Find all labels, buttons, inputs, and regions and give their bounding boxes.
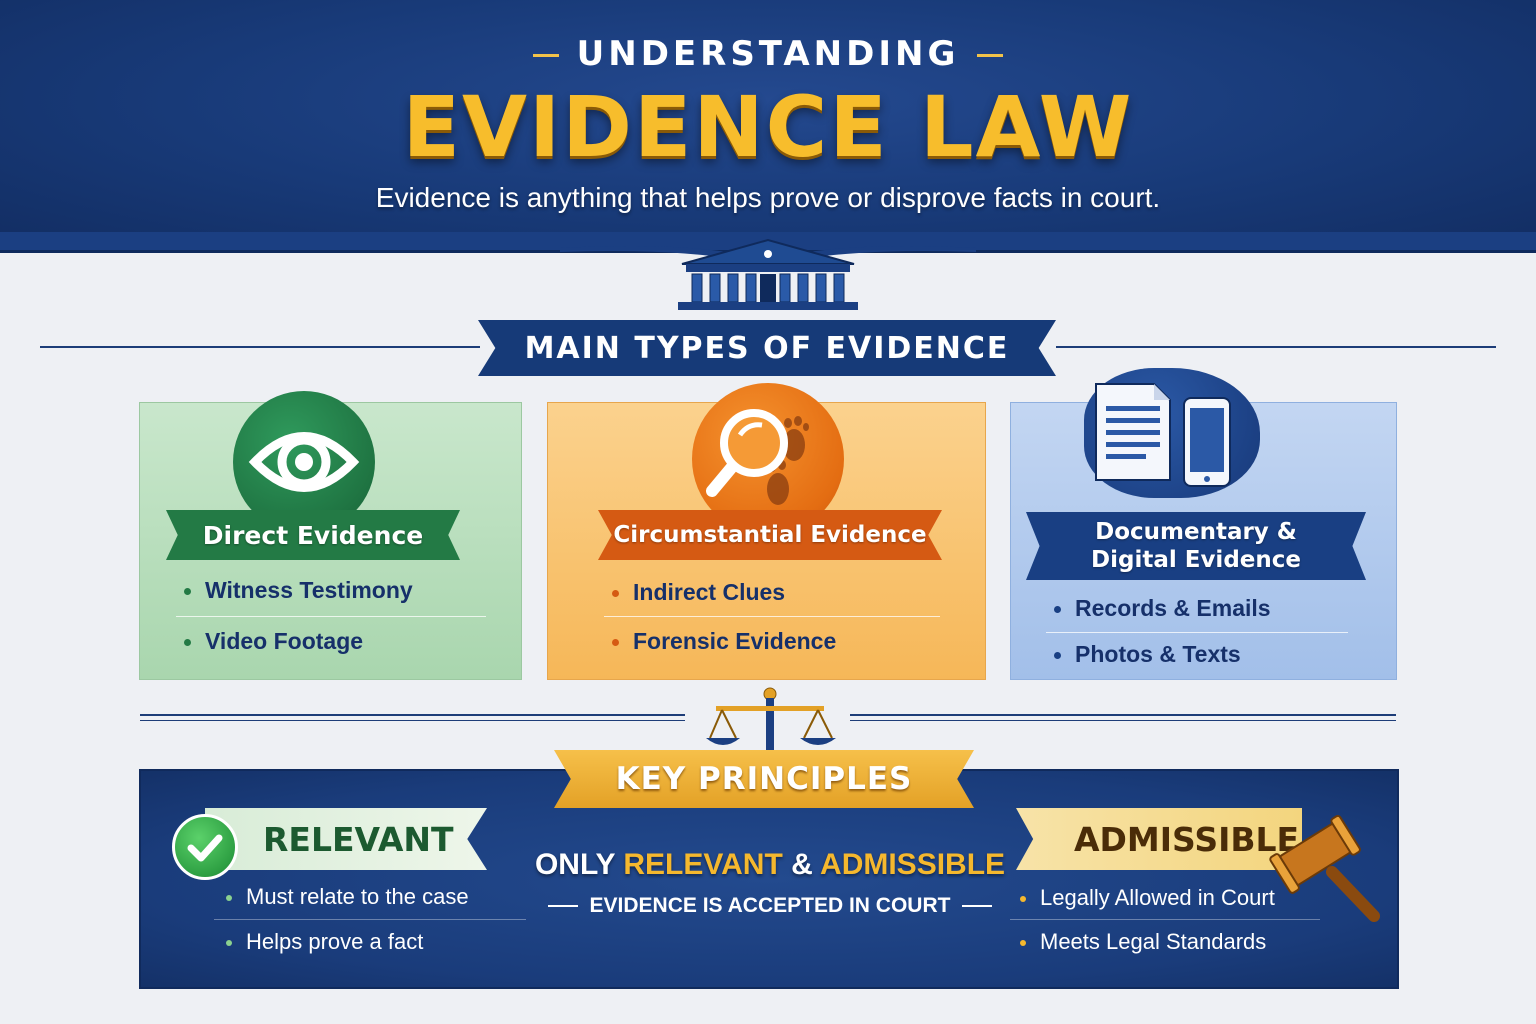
page-subtitle: Evidence is anything that helps prove or… — [375, 182, 1161, 213]
bullet-dot — [1020, 940, 1026, 947]
page-title: EVIDENCE LAW — [402, 78, 1134, 176]
statement-amp: & — [791, 848, 813, 881]
divider-right — [850, 714, 1396, 716]
list-item: Must relate to the case — [226, 884, 469, 910]
divider-left-thin — [140, 720, 685, 721]
documentary-item-1: Records & Emails — [1075, 595, 1271, 621]
list-item: Photos & Texts — [1054, 641, 1241, 668]
separator — [1046, 632, 1348, 633]
direct-evidence-label: Direct Evidence — [166, 510, 460, 560]
principle-statement: ONLY RELEVANT & ADMISSIBLE — [500, 848, 1040, 882]
pre-title: UNDERSTANDING — [0, 34, 1536, 74]
principle-statement-sub: EVIDENCE IS ACCEPTED IN COURT — [500, 894, 1040, 918]
list-item: Records & Emails — [1054, 595, 1271, 622]
statement-only: ONLY — [534, 848, 615, 881]
documentary-label-line1: Documentary & — [1095, 519, 1297, 545]
documentary-evidence-label: Documentary & Digital Evidence — [1026, 512, 1366, 580]
checkmark-icon — [187, 834, 223, 862]
admissible-label: ADMISSIBLE — [1016, 808, 1302, 870]
bullet-dot — [1020, 896, 1026, 903]
list-item: Indirect Clues — [612, 579, 785, 606]
circumstantial-evidence-label: Circumstantial Evidence — [598, 510, 942, 560]
divider-right-thin — [850, 720, 1396, 721]
divider-left — [140, 714, 685, 716]
bullet-dot — [184, 588, 191, 596]
separator — [176, 616, 486, 617]
separator — [604, 616, 940, 617]
eye-icon-circle — [233, 391, 375, 533]
divider-right — [1056, 346, 1496, 348]
relevant-item-2: Helps prove a fact — [246, 929, 424, 954]
separator — [1010, 919, 1320, 920]
checkmark-icon-circle — [172, 814, 238, 880]
statement-relevant: RELEVANT — [623, 848, 783, 881]
circumstantial-item-2: Forensic Evidence — [633, 628, 837, 654]
list-item: Helps prove a fact — [226, 929, 423, 955]
courthouse-icon — [560, 238, 976, 310]
documentary-item-2: Photos & Texts — [1075, 641, 1241, 667]
pre-title-text: UNDERSTANDING — [576, 34, 960, 74]
list-item: Forensic Evidence — [612, 628, 836, 655]
circumstantial-item-1: Indirect Clues — [633, 579, 786, 605]
documentary-label-line2: Digital Evidence — [1091, 547, 1301, 573]
list-item: Video Footage — [184, 628, 363, 655]
separator — [214, 919, 526, 920]
list-item: Meets Legal Standards — [1020, 929, 1266, 955]
pre-title-dash-left — [532, 54, 559, 57]
bullet-dot — [226, 940, 232, 947]
admissible-item-1: Legally Allowed in Court — [1040, 885, 1275, 910]
header-banner — [0, 0, 1536, 250]
statement-dash-right — [962, 905, 993, 908]
magnifier-footprints-icon — [706, 409, 809, 505]
list-item: Witness Testimony — [184, 577, 413, 604]
direct-item-1: Witness Testimony — [205, 577, 413, 603]
gavel-icon — [1269, 815, 1380, 922]
pre-title-dash-right — [977, 54, 1004, 57]
bullet-dot — [612, 590, 619, 598]
list-item: Legally Allowed in Court — [1020, 885, 1275, 911]
bullet-dot — [184, 639, 191, 647]
magnifier-icon-circle — [692, 383, 844, 535]
statement-dash-left — [547, 905, 578, 908]
document-icon-background — [1084, 368, 1260, 498]
direct-item-2: Video Footage — [205, 628, 364, 654]
bullet-dot — [226, 895, 232, 902]
statement-admissible: ADMISSIBLE — [820, 848, 1006, 881]
divider-left — [40, 346, 480, 348]
types-heading-banner: MAIN TYPES OF EVIDENCE — [478, 320, 1056, 376]
admissible-item-2: Meets Legal Standards — [1040, 929, 1267, 954]
eye-icon — [248, 432, 360, 492]
key-principles-banner: KEY PRINCIPLES — [554, 750, 974, 808]
relevant-item-1: Must relate to the case — [246, 884, 469, 909]
statement-line2: EVIDENCE IS ACCEPTED IN COURT — [589, 894, 951, 917]
bullet-dot — [1054, 652, 1061, 660]
relevant-label: RELEVANT — [205, 808, 487, 870]
bullet-dot — [1054, 606, 1061, 614]
document-phone-icon — [1095, 383, 1231, 487]
bullet-dot — [612, 639, 619, 647]
